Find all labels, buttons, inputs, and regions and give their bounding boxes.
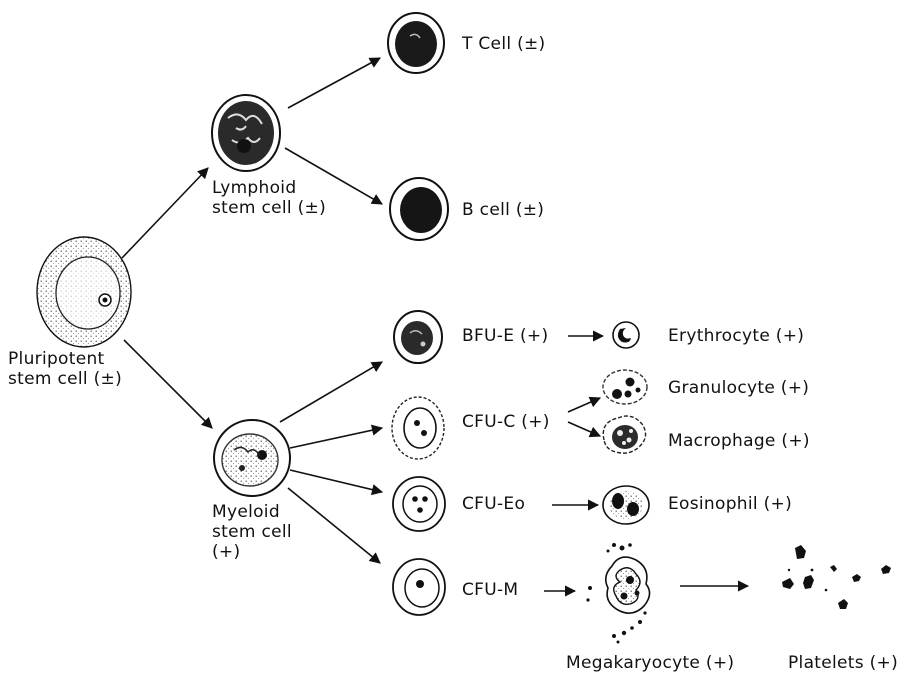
arrow-myeloid-to-bfue: [279, 361, 383, 423]
label-granulocyte: Granulocyte (+): [668, 378, 810, 398]
label-megakaryocyte: Megakaryocyte (+): [566, 653, 735, 673]
label-b-cell: B cell (±): [462, 200, 545, 220]
label-bfu-e: BFU-E (+): [462, 326, 549, 346]
bfu-e-cell-image: [393, 310, 443, 364]
arrow-myeloid-to-cfum: [287, 487, 381, 564]
arrow-cfuc-to-macrophage: [567, 421, 602, 438]
pluripotent-stem-cell-image: [36, 236, 132, 348]
label-cfu-m: CFU-M: [462, 580, 519, 600]
arrow-myeloid-to-cfuc: [289, 424, 384, 449]
platelets-image: [782, 545, 891, 609]
eosinophil-image: [602, 485, 650, 525]
macrophage-image: [602, 415, 647, 454]
granulocyte-image: [602, 369, 648, 405]
label-cfu-eo: CFU-Eo: [462, 494, 526, 514]
cfu-c-cell-image: [391, 396, 445, 460]
label-erythrocyte: Erythrocyte (+): [668, 326, 805, 346]
label-t-cell: T Cell (±): [462, 34, 546, 54]
label-pluripotent-stem-cell: Pluripotent stem cell (±): [8, 349, 123, 389]
arrow-lymphoid-to-bcell: [284, 147, 383, 205]
megakaryocyte-image: [586, 543, 651, 644]
arrow-cfuc-to-granulocyte: [567, 396, 602, 413]
cfu-eo-cell-image: [392, 476, 446, 532]
arrow-pluri-to-myeloid: [123, 339, 213, 429]
arrow-pluri-to-lymphoid: [121, 167, 209, 259]
lymphoid-stem-cell-image: [211, 94, 281, 172]
label-eosinophil: Eosinophil (+): [668, 494, 793, 514]
t-cell-image: [387, 12, 445, 74]
arrow-myeloid-to-cfueo: [289, 469, 384, 496]
arrow-lymphoid-to-tcell: [287, 57, 381, 109]
myeloid-stem-cell-image: [213, 419, 291, 497]
b-cell-image: [389, 177, 449, 241]
erythrocyte-image: [612, 321, 640, 349]
arrows: [121, 57, 750, 597]
label-myeloid-stem-cell: Myeloid stem cell (+): [212, 502, 292, 562]
label-macrophage: Macrophage (+): [668, 431, 810, 451]
label-platelets: Platelets (+): [788, 653, 899, 673]
cfu-m-cell-image: [392, 558, 446, 616]
label-lymphoid-stem-cell: Lymphoid stem cell (±): [212, 178, 327, 218]
label-cfu-c: CFU-C (+): [462, 412, 550, 432]
